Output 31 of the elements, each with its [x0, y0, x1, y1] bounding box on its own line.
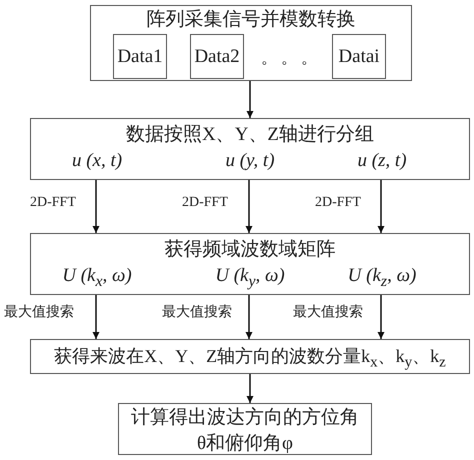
- math-term: U (k$_{x}$, ω): [62, 265, 132, 291]
- arrow: [92, 180, 100, 233]
- process-title: 获得来波在X、Y、Z轴方向的波数分量k$_{x}$、k$_{y}$、k$_{z}$: [53, 346, 447, 372]
- arrow: [246, 295, 252, 339]
- data-label: Data2: [193, 46, 241, 68]
- math-term: U (k$_{z}$, ω): [348, 265, 416, 291]
- arrow: [378, 295, 384, 339]
- process-text: 计算得出波达方向的方位角θ和俯仰角φ: [131, 406, 359, 456]
- math-term: u (z, t): [357, 150, 407, 172]
- process-box: [30, 233, 470, 295]
- math-term: u (x, t): [72, 150, 122, 172]
- data-box: [190, 34, 244, 79]
- data-label: Data1: [116, 46, 164, 68]
- data-box: [113, 34, 167, 79]
- arrow: [246, 81, 254, 118]
- process-box: [30, 118, 470, 180]
- process-title: 数据按照X、Y、Z轴进行分组: [124, 124, 376, 146]
- arrow: [246, 180, 252, 233]
- process-box: [118, 403, 372, 455]
- math-term: u (y, t): [225, 150, 275, 172]
- arrow: [246, 374, 254, 403]
- data-box: [332, 34, 386, 79]
- ellipsis: 。。。: [261, 49, 321, 69]
- process-box: [30, 339, 470, 374]
- arrow: [378, 180, 384, 233]
- arrow: [92, 295, 100, 339]
- process-title: 获得频域波数域矩阵: [164, 239, 336, 261]
- process-title: 阵列采集信号并模数转换: [146, 9, 356, 31]
- process-box: [90, 5, 412, 81]
- math-term: U (k$_{y}$, ω): [215, 265, 285, 291]
- data-label: Datai: [337, 46, 381, 68]
